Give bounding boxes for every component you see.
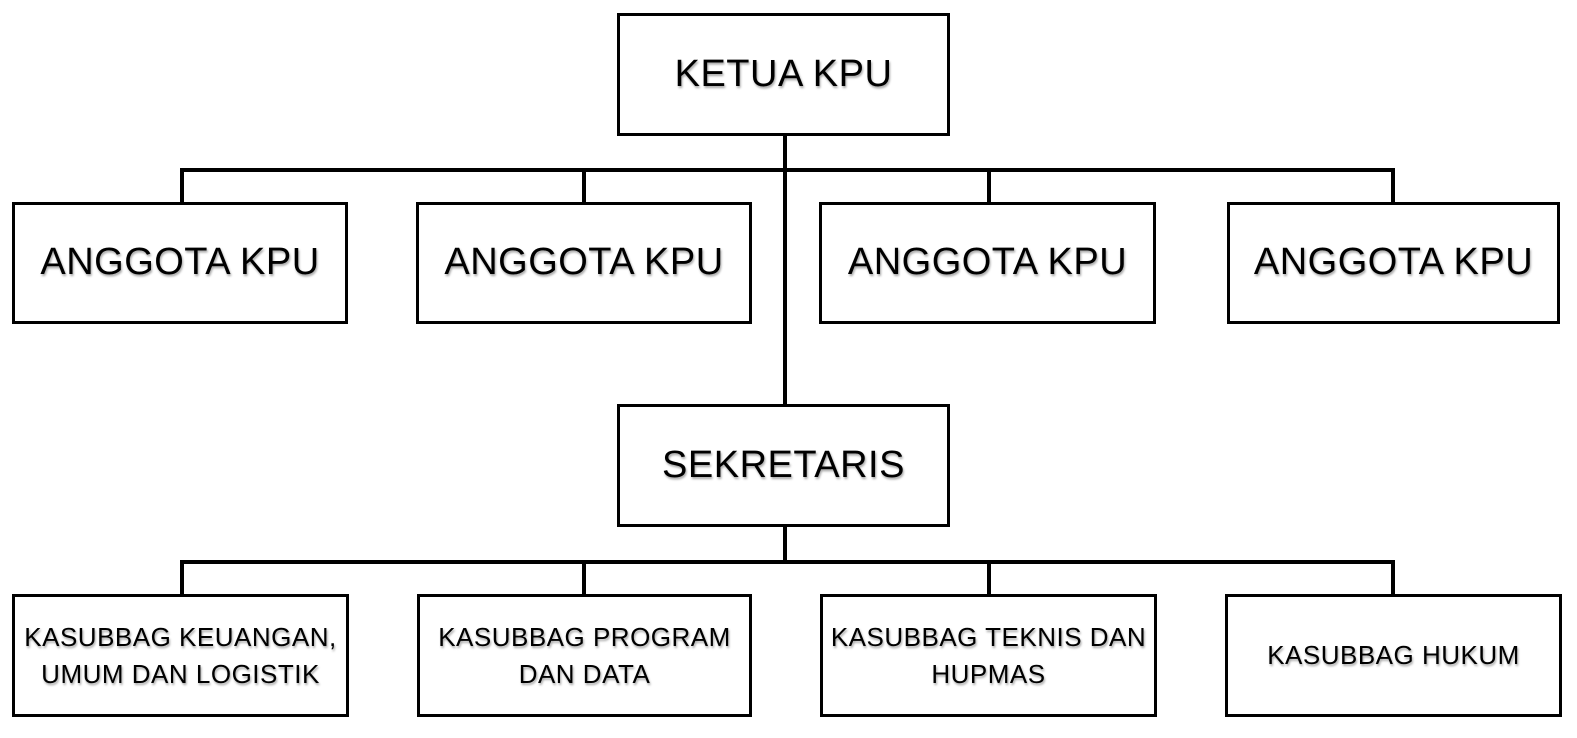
org-node-anggota-kpu-1: ANGGOTA KPU bbox=[12, 202, 348, 324]
connector-sekretaris-down bbox=[783, 527, 787, 562]
connector-row2-drop-3 bbox=[987, 168, 991, 203]
org-node-ketua-kpu: KETUA KPU bbox=[617, 13, 950, 136]
connector-row4-drop-2 bbox=[582, 560, 586, 595]
connector-row2-horizontal bbox=[180, 168, 1395, 172]
org-node-anggota-kpu-2: ANGGOTA KPU bbox=[416, 202, 752, 324]
node-label: KASUBBAG PROGRAM DAN DATA bbox=[438, 622, 731, 689]
connector-row2-drop-1 bbox=[180, 168, 184, 203]
connector-row4-drop-3 bbox=[987, 560, 991, 595]
connector-ketua-to-sekretaris bbox=[783, 136, 787, 404]
org-node-kasubbag-program-dan-data: KASUBBAG PROGRAM DAN DATA bbox=[417, 594, 752, 717]
org-node-anggota-kpu-3: ANGGOTA KPU bbox=[819, 202, 1156, 324]
connector-row4-drop-1 bbox=[180, 560, 184, 595]
node-label: KETUA KPU bbox=[674, 52, 893, 95]
org-node-sekretaris: SEKRETARIS bbox=[617, 404, 950, 527]
connector-row4-drop-4 bbox=[1391, 560, 1395, 595]
org-node-anggota-kpu-4: ANGGOTA KPU bbox=[1227, 202, 1560, 324]
node-label: SEKRETARIS bbox=[662, 443, 905, 486]
org-node-kasubbag-hukum: KASUBBAG HUKUM bbox=[1225, 594, 1562, 717]
org-node-kasubbag-teknis-dan-hupmas: KASUBBAG TEKNIS DAN HUPMAS bbox=[820, 594, 1157, 717]
connector-row2-drop-4 bbox=[1391, 168, 1395, 203]
connector-row2-drop-2 bbox=[582, 168, 586, 203]
org-node-kasubbag-keuangan-umum-logistik: KASUBBAG KEUANGAN, UMUM DAN LOGISTIK bbox=[12, 594, 349, 717]
node-label: KASUBBAG HUKUM bbox=[1267, 640, 1520, 671]
node-label: ANGGOTA KPU bbox=[847, 241, 1128, 284]
node-label: KASUBBAG TEKNIS DAN HUPMAS bbox=[830, 622, 1147, 689]
node-label: KASUBBAG KEUANGAN, UMUM DAN LOGISTIK bbox=[24, 622, 337, 689]
node-label: ANGGOTA KPU bbox=[444, 241, 724, 284]
node-label: ANGGOTA KPU bbox=[1253, 241, 1534, 284]
connector-row4-horizontal bbox=[180, 560, 1395, 564]
node-label: ANGGOTA KPU bbox=[40, 241, 320, 284]
